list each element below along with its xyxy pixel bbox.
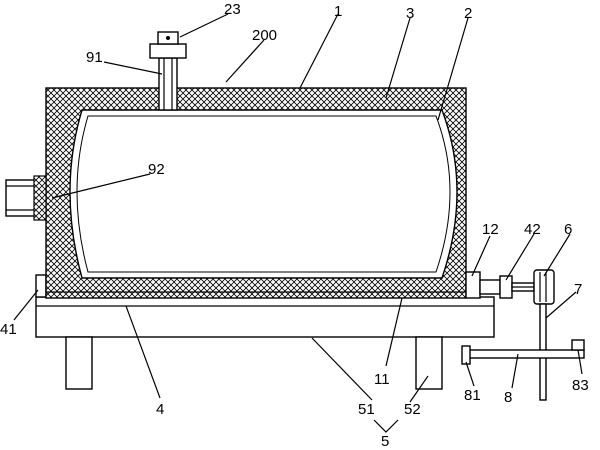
label-92: 92 xyxy=(148,161,165,178)
right-bearing-block xyxy=(465,271,481,299)
tank-inner-wall xyxy=(76,115,451,273)
label-11: 11 xyxy=(374,371,390,388)
label-8: 8 xyxy=(504,389,512,406)
leader-52 xyxy=(409,375,429,403)
left-support-block xyxy=(35,274,47,298)
inlet-cap-bolt-icon xyxy=(166,36,170,40)
outlet-flange xyxy=(33,175,47,221)
leader-8 xyxy=(511,353,519,389)
label-3: 3 xyxy=(406,5,414,22)
leader-23 xyxy=(179,13,229,38)
base-frame xyxy=(35,296,495,338)
label-2: 2 xyxy=(464,5,472,22)
leader-1 xyxy=(299,13,339,89)
leader-12 xyxy=(471,235,491,277)
leader-41 xyxy=(13,289,39,321)
leader-6 xyxy=(543,233,571,277)
label-4: 4 xyxy=(156,401,164,418)
lever-arm xyxy=(465,349,585,359)
label-7: 7 xyxy=(574,281,582,298)
label-1: 1 xyxy=(334,3,342,20)
leader-200 xyxy=(225,39,265,83)
lever-end-block xyxy=(571,339,585,351)
shaft-coupling xyxy=(479,279,501,295)
leader-3 xyxy=(385,17,411,99)
lever-pivot xyxy=(461,345,471,365)
inlet-pipe xyxy=(158,57,178,111)
inlet-cap xyxy=(149,43,187,59)
leader-91 xyxy=(103,61,163,75)
right-leg xyxy=(415,336,443,390)
label-52: 52 xyxy=(404,401,421,418)
label-5: 5 xyxy=(381,433,389,450)
label-6: 6 xyxy=(564,221,572,238)
label-83: 83 xyxy=(572,377,589,394)
leader-4 xyxy=(125,305,161,399)
label-81: 81 xyxy=(464,387,481,404)
leader-83 xyxy=(577,349,583,375)
label-42: 42 xyxy=(524,221,541,238)
leader-2 xyxy=(437,17,469,121)
label-23: 23 xyxy=(224,1,241,18)
left-leg xyxy=(65,336,93,390)
leader-92 xyxy=(51,173,151,199)
leader-81 xyxy=(465,361,475,387)
leader-11 xyxy=(385,297,403,367)
label-91: 91 xyxy=(86,49,103,66)
label-200: 200 xyxy=(252,27,277,44)
bracket-5 xyxy=(373,419,399,433)
label-51: 51 xyxy=(358,401,375,418)
inner-tank xyxy=(69,109,458,279)
leader-7 xyxy=(545,291,577,319)
label-12: 12 xyxy=(482,221,499,238)
leader-42 xyxy=(505,233,535,281)
leader-51 xyxy=(311,337,373,401)
label-41: 41 xyxy=(0,321,17,338)
